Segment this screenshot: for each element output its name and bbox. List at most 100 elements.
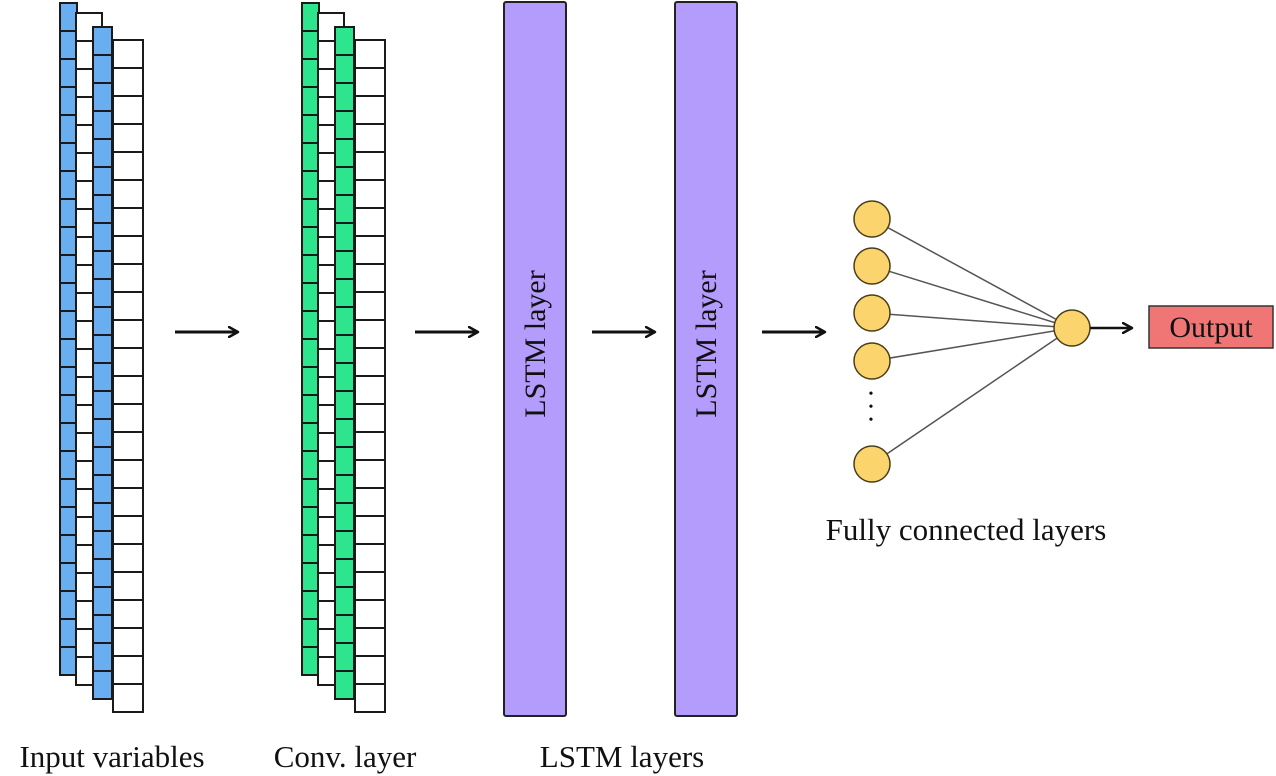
input-cell xyxy=(92,26,113,56)
fc-connection xyxy=(871,218,1073,329)
input-cell xyxy=(112,179,144,209)
input-cell xyxy=(92,194,113,224)
conv-cell xyxy=(334,222,355,252)
conv-cell xyxy=(354,403,386,433)
input-cell xyxy=(92,418,113,448)
input-cell xyxy=(92,278,113,308)
input-cell xyxy=(112,487,144,517)
lstm-layer-1-label: LSTM layer xyxy=(519,270,552,417)
input-cell xyxy=(92,306,113,336)
input-cell xyxy=(92,558,113,588)
conv-column-3 xyxy=(334,26,355,700)
input-cell xyxy=(112,207,144,237)
lstm-layers-label: LSTM layers xyxy=(540,739,704,774)
input-cell xyxy=(112,39,144,69)
fc-output-node xyxy=(1053,309,1091,347)
input-cell xyxy=(92,502,113,532)
conv-cell xyxy=(334,26,355,56)
conv-cell xyxy=(334,110,355,140)
input-cell xyxy=(59,338,78,368)
conv-cell xyxy=(354,151,386,181)
conv-cell xyxy=(301,114,320,144)
input-cell xyxy=(59,282,78,312)
input-cell xyxy=(59,562,78,592)
conv-cell xyxy=(354,123,386,153)
conv-cell xyxy=(301,394,320,424)
lstm-layer-block-1: LSTM layer xyxy=(503,1,567,717)
input-cell xyxy=(92,390,113,420)
input-cell xyxy=(59,478,78,508)
conv-cell xyxy=(301,254,320,284)
input-cell xyxy=(112,655,144,685)
conv-cell xyxy=(334,278,355,308)
input-cell xyxy=(112,543,144,573)
input-cell xyxy=(59,86,78,116)
conv-cell xyxy=(334,558,355,588)
conv-cell xyxy=(301,422,320,452)
conv-layer-label: Conv. layer xyxy=(274,739,417,774)
conv-cell xyxy=(354,459,386,489)
conv-cell xyxy=(334,138,355,168)
fc-ellipsis-2: • xyxy=(869,400,874,415)
input-cell xyxy=(59,646,78,676)
conv-cell xyxy=(334,306,355,336)
input-variables-stack xyxy=(59,2,144,713)
input-column-4 xyxy=(112,39,144,713)
conv-cell xyxy=(334,418,355,448)
input-cell xyxy=(59,422,78,452)
conv-cell xyxy=(334,474,355,504)
conv-cell xyxy=(301,618,320,648)
conv-cell xyxy=(334,250,355,280)
conv-cell xyxy=(354,67,386,97)
input-cell xyxy=(112,375,144,405)
conv-cell xyxy=(354,235,386,265)
input-cell xyxy=(112,347,144,377)
input-cell xyxy=(112,151,144,181)
conv-cell xyxy=(301,142,320,172)
fully-connected-network xyxy=(853,200,1091,483)
conv-cell xyxy=(354,291,386,321)
input-cell xyxy=(112,403,144,433)
fully-connected-layers-label: Fully connected layers xyxy=(826,512,1107,547)
input-cell xyxy=(92,110,113,140)
conv-cell xyxy=(354,431,386,461)
input-cell xyxy=(92,530,113,560)
conv-cell xyxy=(354,263,386,293)
conv-cell xyxy=(334,502,355,532)
input-cell xyxy=(59,2,78,32)
input-cell xyxy=(59,534,78,564)
conv-cell xyxy=(334,390,355,420)
input-cell xyxy=(92,250,113,280)
input-cell xyxy=(112,599,144,629)
input-cell xyxy=(112,263,144,293)
conv-cell xyxy=(354,487,386,517)
input-cell xyxy=(59,30,78,60)
input-variables-label: Input variables xyxy=(19,739,204,774)
input-cell xyxy=(59,170,78,200)
input-cell xyxy=(92,222,113,252)
conv-cell xyxy=(301,226,320,256)
fc-connection xyxy=(871,327,1073,362)
input-cell xyxy=(92,670,113,700)
input-cell xyxy=(59,198,78,228)
conv-cell xyxy=(301,590,320,620)
conv-cell xyxy=(334,446,355,476)
conv-cell xyxy=(354,179,386,209)
conv-cell xyxy=(301,478,320,508)
conv-cell xyxy=(354,543,386,573)
conv-cell xyxy=(301,534,320,564)
conv-cell xyxy=(354,515,386,545)
conv-cell xyxy=(334,54,355,84)
input-cell xyxy=(92,474,113,504)
input-cell xyxy=(92,166,113,196)
input-cell xyxy=(92,446,113,476)
conv-cell xyxy=(301,30,320,60)
conv-cell xyxy=(334,166,355,196)
conv-cell xyxy=(334,530,355,560)
conv-cell xyxy=(334,194,355,224)
conv-cell xyxy=(301,646,320,676)
input-cell xyxy=(92,334,113,364)
fc-input-node xyxy=(853,342,891,380)
conv-cell xyxy=(334,670,355,700)
